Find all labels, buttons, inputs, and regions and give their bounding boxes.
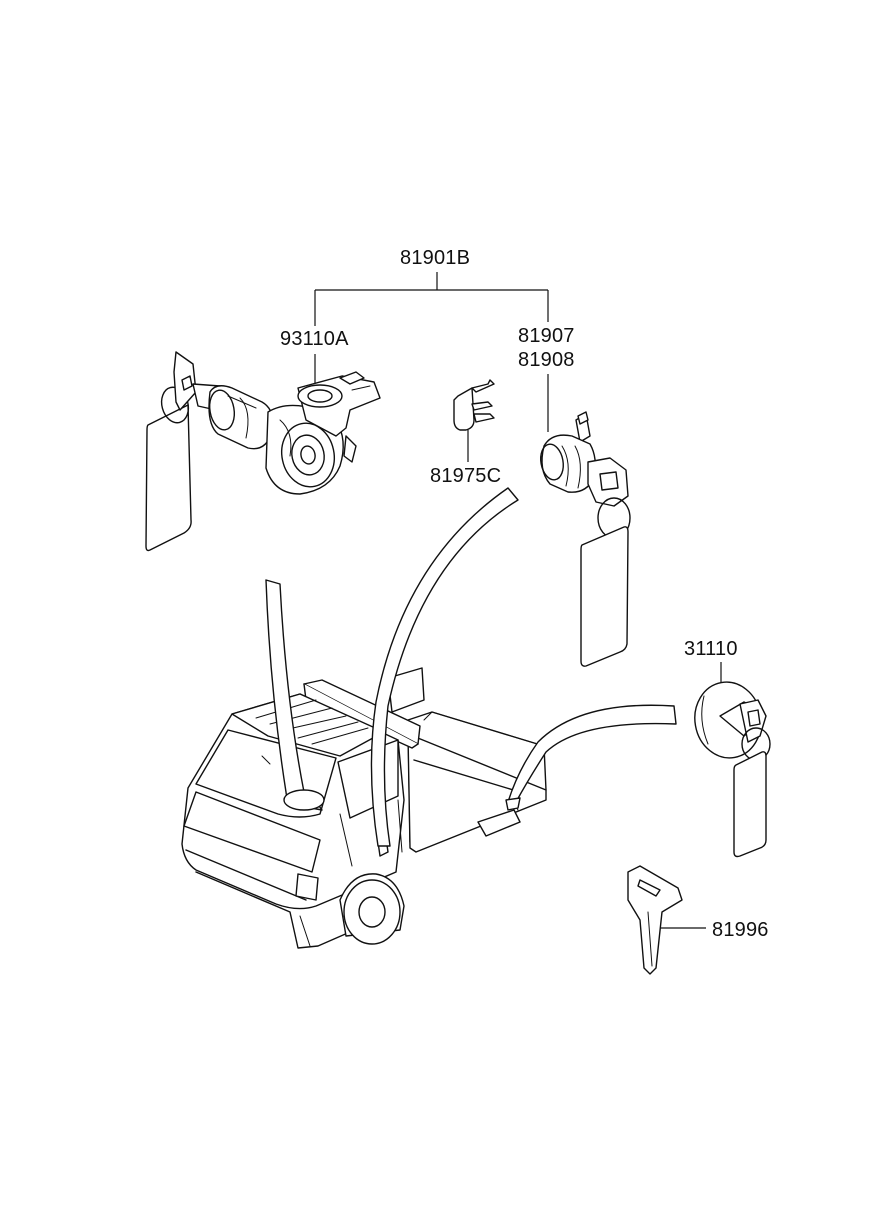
key-tag-fuel	[733, 751, 767, 858]
label-blank-key: 81996	[712, 919, 769, 941]
key-tag-right	[580, 526, 629, 667]
leader-lines	[314, 272, 722, 929]
label-lock-set: 81901B	[400, 247, 470, 269]
ignition-key-icon	[173, 351, 197, 411]
label-door-lock: 81907	[518, 325, 575, 347]
label-door-lock-2: 81908	[518, 349, 575, 371]
label-ignition-lock: 93110A	[280, 328, 349, 350]
door-lock-assembly	[540, 411, 631, 667]
truck-illustration	[181, 667, 547, 949]
ignition-lock-assembly	[145, 351, 381, 552]
label-clip: 81975C	[430, 465, 501, 487]
fuel-cap-assembly	[694, 681, 771, 858]
label-fuel-cap: 31110	[684, 638, 738, 660]
clip-part	[453, 379, 495, 431]
arrow-ignition	[265, 579, 323, 811]
location-arrows	[265, 487, 677, 847]
blank-key-icon	[627, 865, 683, 975]
arrow-door-lock	[370, 487, 519, 847]
door-key-icon	[587, 457, 629, 507]
key-tag-left	[145, 404, 192, 552]
